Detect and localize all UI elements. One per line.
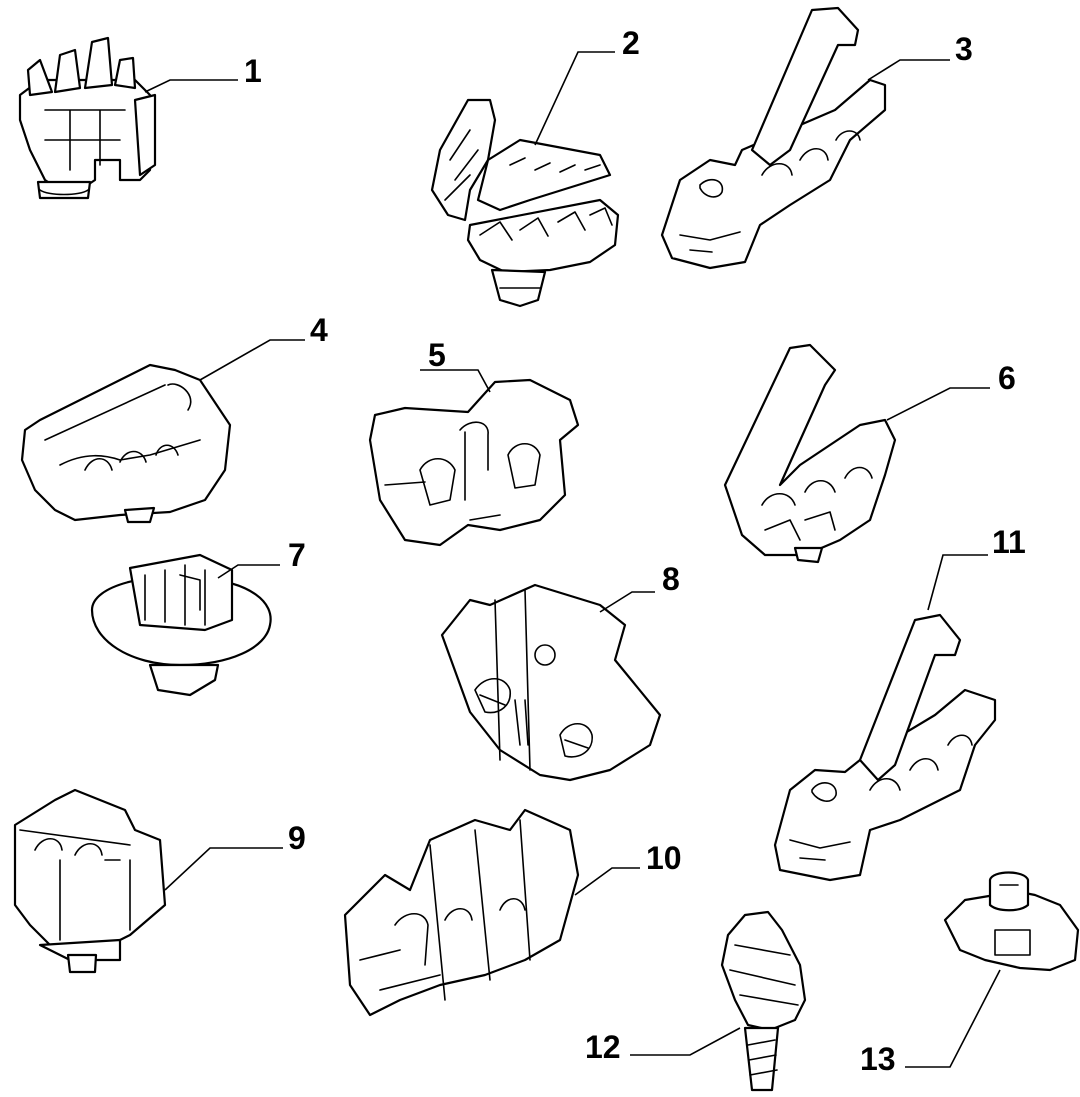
callout-1: 1: [244, 53, 262, 89]
part-7-clip: [90, 553, 272, 697]
callout-7: 7: [288, 537, 306, 573]
part-11-clip: [773, 613, 997, 882]
part-1-clip: [18, 36, 157, 200]
part-10-clip: [343, 808, 580, 1017]
leader-8: [599, 591, 655, 613]
part-3-clip: [660, 6, 887, 270]
part-2-clip: [430, 98, 620, 308]
leader-7: [217, 564, 280, 579]
leader-lines: [144, 51, 1001, 1068]
part-5-clip: [368, 378, 580, 547]
part-4-clip: [20, 363, 232, 524]
callout-9: 9: [288, 820, 306, 856]
leader-4: [199, 339, 305, 381]
callout-8: 8: [662, 561, 680, 597]
leader-1: [144, 79, 238, 93]
leader-11: [927, 554, 988, 611]
callout-10: 10: [646, 840, 682, 876]
leader-12: [630, 1027, 741, 1056]
leader-3: [867, 59, 950, 81]
leader-2: [534, 51, 615, 146]
part-6-clip: [723, 343, 897, 564]
leader-9: [164, 847, 283, 891]
callout-13: 13: [860, 1041, 896, 1077]
leader-6: [886, 387, 990, 421]
callout-numbers: 1 2 3 4 5 6 7 8 9 10 11 12 13: [244, 25, 1026, 1077]
callout-12: 12: [585, 1029, 621, 1065]
callout-3: 3: [955, 31, 973, 67]
leader-10: [574, 867, 640, 896]
part-8-clip: [440, 583, 662, 782]
part-12-clip: [720, 910, 807, 1092]
callout-11: 11: [992, 524, 1026, 560]
part-9-clip: [13, 788, 167, 974]
callout-5: 5: [428, 337, 446, 373]
callout-2: 2: [622, 25, 640, 61]
part-13-clip: [943, 871, 1080, 972]
callout-4: 4: [310, 312, 328, 348]
leader-13: [905, 969, 1001, 1068]
leader-5: [420, 369, 491, 393]
callout-6: 6: [998, 360, 1016, 396]
